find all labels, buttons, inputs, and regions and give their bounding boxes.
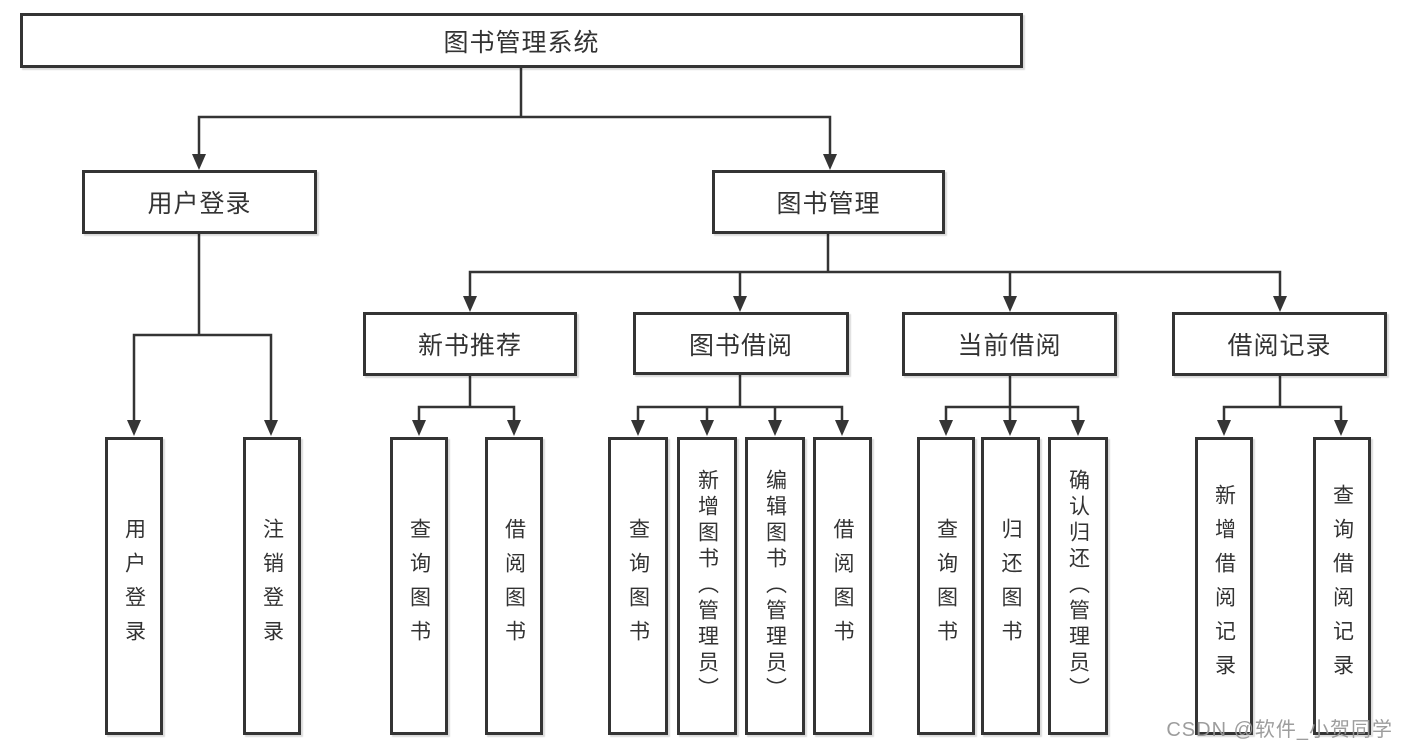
node-label: 查询图书 xyxy=(407,518,431,654)
connector-book-borrow-branch xyxy=(631,375,849,436)
connector-borrow-record-branch xyxy=(1217,376,1348,436)
node-new-book-recommend: 新书推荐 xyxy=(363,312,577,376)
node-book-management: 图书管理 xyxy=(712,170,945,234)
node-label: 借阅图书 xyxy=(831,518,854,654)
node-book-borrowing: 图书借阅 xyxy=(633,312,849,375)
leaf-query-books-recommend: 查询图书 xyxy=(390,437,448,735)
node-label: 用户登录 xyxy=(147,190,252,218)
node-label: 借阅记录 xyxy=(1227,332,1332,360)
node-label: 查询图书 xyxy=(934,518,958,654)
leaf-edit-books-admin: 编辑图书（管理员） xyxy=(745,437,805,735)
leaf-query-books-current: 查询图书 xyxy=(917,437,975,735)
connector-root-to-level2 xyxy=(192,68,837,170)
node-label: 当前借阅 xyxy=(957,332,1062,360)
node-label: 借阅图书 xyxy=(502,518,526,654)
leaf-query-books-borrowing: 查询图书 xyxy=(608,437,668,735)
leaf-add-borrow-record: 新增借阅记录 xyxy=(1195,437,1253,735)
node-label: 查询借阅记录 xyxy=(1330,484,1354,688)
node-label: 新增图书（管理员） xyxy=(695,469,719,703)
leaf-borrow-books: 借阅图书 xyxy=(813,437,872,735)
node-label: 图书管理 xyxy=(776,190,881,218)
node-label: 查询图书 xyxy=(626,518,650,654)
leaf-query-borrow-record: 查询借阅记录 xyxy=(1313,437,1371,735)
node-system-root: 图书管理系统 xyxy=(20,13,1023,68)
connector-user-login-branch xyxy=(127,234,278,436)
node-borrowing-records: 借阅记录 xyxy=(1172,312,1387,376)
node-user-login: 用户登录 xyxy=(82,170,317,234)
leaf-borrow-books-recommend: 借阅图书 xyxy=(485,437,543,735)
connector-book-mgmt-branch xyxy=(463,234,1287,312)
node-current-borrowing: 当前借阅 xyxy=(902,312,1117,376)
node-label: 用户登录 xyxy=(122,518,146,654)
leaf-user-login: 用户登录 xyxy=(105,437,163,735)
node-label: 注销登录 xyxy=(260,518,284,654)
leaf-add-books-admin: 新增图书（管理员） xyxy=(677,437,737,735)
node-label: 图书借阅 xyxy=(688,331,793,360)
leaf-confirm-return-admin: 确认归还（管理员） xyxy=(1048,437,1108,735)
node-label: 归还图书 xyxy=(999,518,1022,654)
leaf-logout: 注销登录 xyxy=(243,437,301,735)
node-label: 新书推荐 xyxy=(417,332,522,360)
node-label: 新增借阅记录 xyxy=(1212,484,1236,688)
connector-new-book-branch xyxy=(412,376,521,436)
node-label: 确认归还（管理员） xyxy=(1066,469,1090,703)
csdn-watermark: CSDN @软件_小贺同学 xyxy=(1166,719,1393,741)
node-label: 编辑图书（管理员） xyxy=(763,469,787,703)
connector-current-borrow-branch xyxy=(939,376,1085,436)
leaf-return-books: 归还图书 xyxy=(981,437,1040,735)
node-label: 图书管理系统 xyxy=(443,28,600,57)
